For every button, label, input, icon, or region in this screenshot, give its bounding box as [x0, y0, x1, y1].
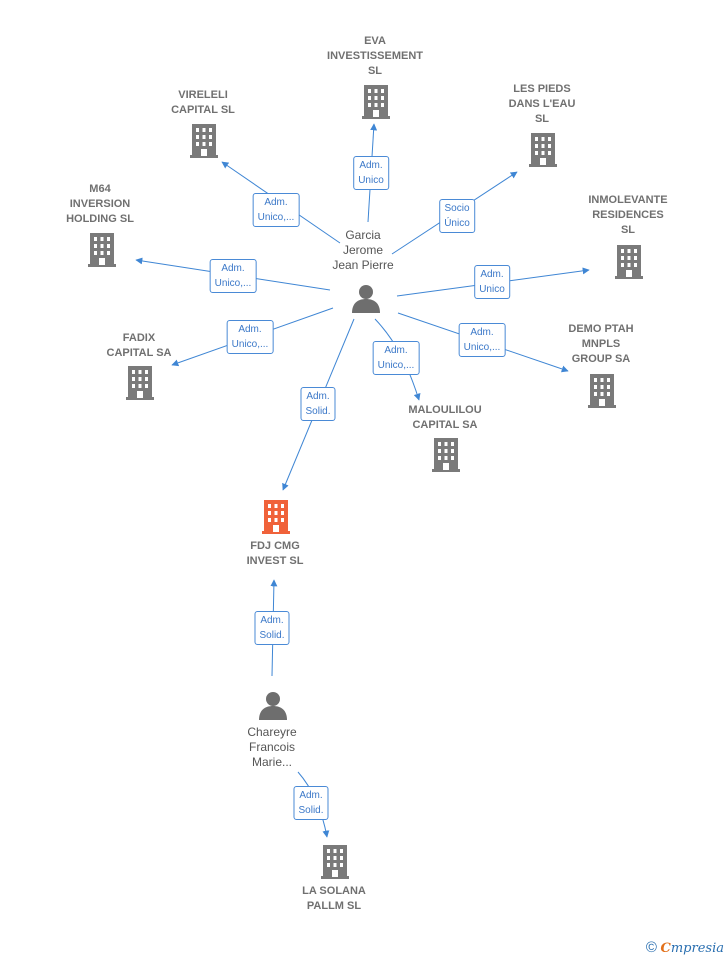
- building-icon-inmolevante[interactable]: [615, 245, 643, 279]
- building-icon-eva[interactable]: [362, 85, 390, 119]
- edge-label-vireleli[interactable]: Adm. Unico,...: [252, 193, 300, 227]
- edge-label-m64[interactable]: Adm. Unico,...: [209, 259, 257, 293]
- node-label-fadix[interactable]: FADIX CAPITAL SA: [106, 332, 172, 359]
- building-icon-fdj[interactable]: [262, 500, 290, 534]
- node-label-vireleli[interactable]: VIRELELI CAPITAL SL: [171, 89, 235, 116]
- node-label-maloulilou[interactable]: MALOULILOU CAPITAL SA: [408, 404, 482, 431]
- node-label-fdj[interactable]: FDJ CMG INVEST SL: [246, 540, 304, 567]
- building-icon-demo[interactable]: [588, 374, 616, 408]
- node-label-solana[interactable]: LA SOLANA PALLM SL: [302, 885, 366, 912]
- edge-label-fdj-garcia[interactable]: Adm. Solid.: [300, 387, 336, 421]
- edge-label-fadix[interactable]: Adm. Unico,...: [226, 320, 274, 354]
- person-label-chareyre[interactable]: Chareyre Francois Marie...: [247, 725, 297, 769]
- edge-label-fdj-chareyre[interactable]: Adm. Solid.: [254, 611, 290, 645]
- brand-logo: Cmpresia: [660, 941, 725, 956]
- person-icon-garcia[interactable]: [352, 285, 380, 313]
- edge-label-pieds[interactable]: Socio Único: [439, 199, 475, 233]
- building-icon-solana[interactable]: [321, 845, 349, 879]
- node-label-m64[interactable]: M64 INVERSION HOLDING SL: [66, 183, 134, 225]
- building-icon-vireleli[interactable]: [190, 124, 218, 158]
- edge-label-eva[interactable]: Adm. Unico: [353, 156, 389, 190]
- node-label-eva[interactable]: EVA INVESTISSEMENT SL: [327, 35, 423, 77]
- building-icon-fadix[interactable]: [126, 366, 154, 400]
- node-label-demo[interactable]: DEMO PTAH MNPLS GROUP SA: [568, 323, 634, 365]
- edge-label-maloulilou[interactable]: Adm. Unico,...: [372, 341, 420, 375]
- building-icon-maloulilou[interactable]: [432, 438, 460, 472]
- edge-label-inmolevante[interactable]: Adm. Unico: [474, 265, 510, 299]
- brand-watermark: © Cmpresia: [646, 939, 724, 956]
- node-label-pieds[interactable]: LES PIEDS DANS L'EAU SL: [508, 83, 576, 125]
- person-icon-chareyre[interactable]: [259, 692, 287, 720]
- person-label-garcia[interactable]: Garcia Jerome Jean Pierre: [332, 228, 394, 272]
- edge-label-demo[interactable]: Adm. Unico,...: [458, 323, 506, 357]
- copyright-symbol: ©: [645, 939, 657, 956]
- building-icon-m64[interactable]: [88, 233, 116, 267]
- building-icon-pieds[interactable]: [529, 133, 557, 167]
- edge-label-solana[interactable]: Adm. Solid.: [293, 786, 329, 820]
- node-label-inmolevante[interactable]: INMOLEVANTE RESIDENCES SL: [588, 194, 668, 236]
